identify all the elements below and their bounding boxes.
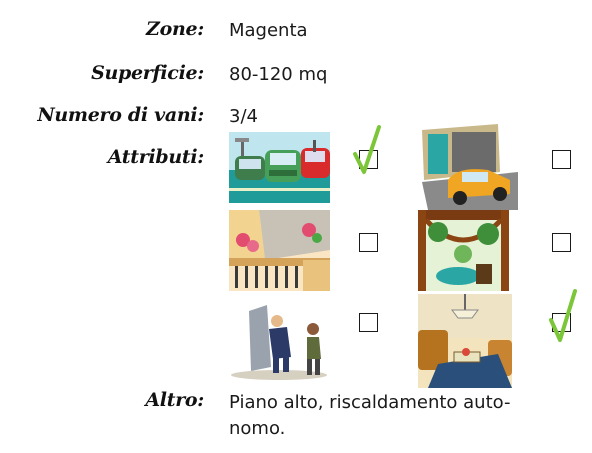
zone-value: Magenta	[229, 20, 308, 41]
attribute-checkbox-garage[interactable]	[552, 150, 571, 169]
superficie-label: Superficie:	[91, 62, 204, 84]
parking-cars-icon	[229, 132, 330, 203]
vani-value: 3/4	[229, 106, 258, 127]
attribute-checkbox-living-room[interactable]	[552, 313, 571, 332]
attributi-label: Attributi:	[107, 146, 205, 168]
vani-label: Numero di vani:	[37, 104, 204, 126]
doorman-concierge-icon	[229, 301, 330, 381]
attribute-checkbox-balcony[interactable]	[359, 233, 378, 252]
attribute-checkbox-garden[interactable]	[552, 233, 571, 252]
altro-value: Piano alto, riscaldamento auto- nomo.	[229, 390, 569, 442]
attribute-checkbox-parking[interactable]	[359, 150, 378, 169]
altro-label: Altro:	[145, 389, 204, 411]
balcony-flowers-icon	[229, 210, 330, 291]
zone-label: Zone:	[146, 18, 204, 40]
living-room-furnished-icon	[418, 294, 512, 388]
garage-car-icon	[418, 122, 518, 210]
altro-value-line2: nomo.	[229, 418, 286, 439]
attribute-checkbox-doorman[interactable]	[359, 313, 378, 332]
garden-pergola-icon	[418, 210, 509, 291]
superficie-value: 80-120 mq	[229, 64, 328, 85]
altro-value-line1: Piano alto, riscaldamento auto-	[229, 392, 511, 413]
